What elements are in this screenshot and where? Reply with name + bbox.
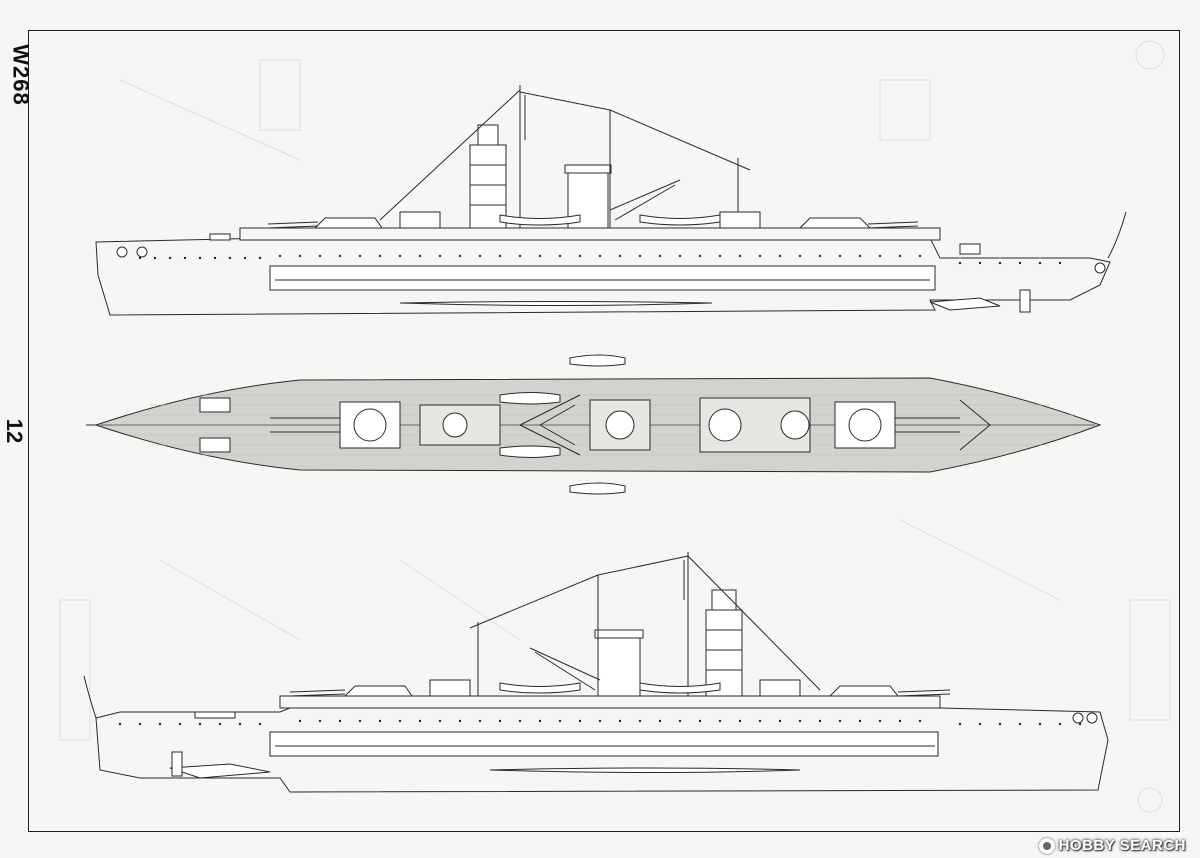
- side-profile-top: [95, 85, 1127, 316]
- watermark: HOBBY SEARCH: [1038, 837, 1186, 854]
- bleed-through-artwork: [59, 40, 1171, 813]
- hobby-search-logo-icon: [1038, 837, 1055, 854]
- watermark-text: HOBBY SEARCH: [1058, 837, 1186, 854]
- top-plan-view: [86, 354, 1102, 495]
- page-frame: [28, 30, 1180, 832]
- side-profile-bottom: [83, 552, 1109, 793]
